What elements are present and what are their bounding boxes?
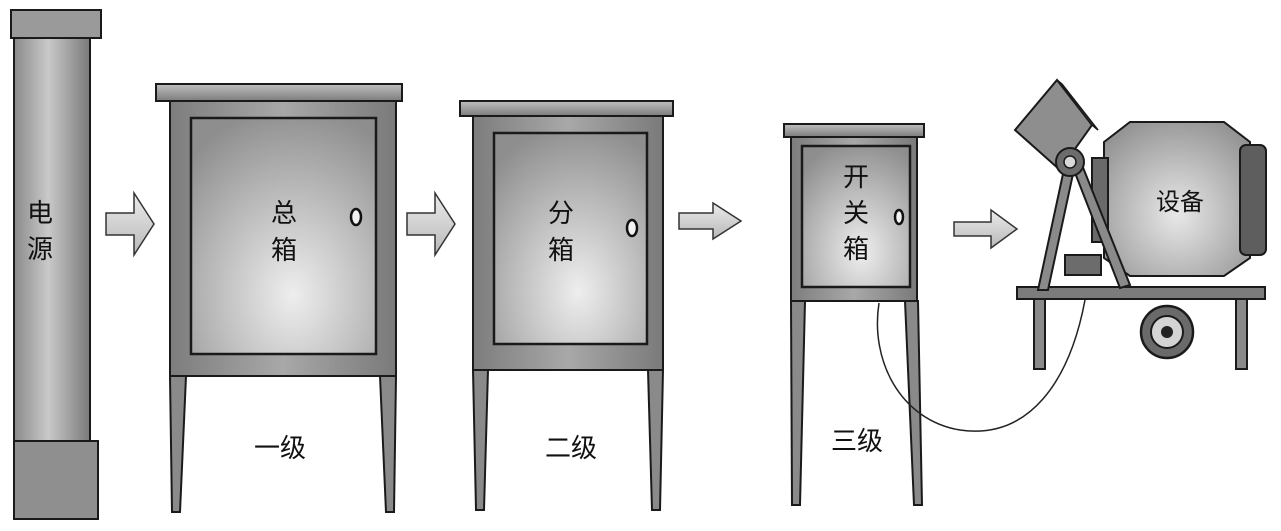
right-arrow-icon (106, 193, 154, 255)
right-arrow-icon (954, 210, 1017, 248)
right-arrow-icon (407, 193, 455, 255)
main-cabinet: 总 箱 一级 (156, 84, 402, 512)
door-handle-icon (627, 220, 637, 236)
door-handle-icon (895, 210, 903, 224)
switch-cabinet-label-3: 箱 (843, 235, 869, 265)
sub-cabinet-label-1: 分 (548, 199, 574, 229)
power-source-label-1: 电 (27, 199, 53, 229)
equipment-label: 设备 (1156, 188, 1204, 216)
switch-cabinet-label-2: 关 (843, 199, 869, 229)
mixer-machine-icon: 设备 (1015, 80, 1266, 369)
switch-cabinet-label-1: 开 (843, 163, 869, 193)
main-cabinet-label-1: 总 (271, 199, 297, 229)
sub-cabinet-label-2: 箱 (548, 236, 574, 266)
switch-cabinet-level: 三级 (831, 427, 883, 457)
door-handle-icon (351, 209, 361, 225)
main-cabinet-level: 一级 (254, 434, 306, 464)
power-source-pole: 电 源 (11, 10, 101, 519)
switch-cabinet: 开 关 箱 三级 (784, 124, 924, 505)
main-cabinet-label-2: 箱 (271, 236, 297, 266)
sub-cabinet: 分 箱 二级 (460, 101, 673, 510)
power-source-label-2: 源 (27, 235, 53, 265)
sub-cabinet-level: 二级 (545, 434, 597, 464)
right-arrow-icon (679, 203, 741, 239)
